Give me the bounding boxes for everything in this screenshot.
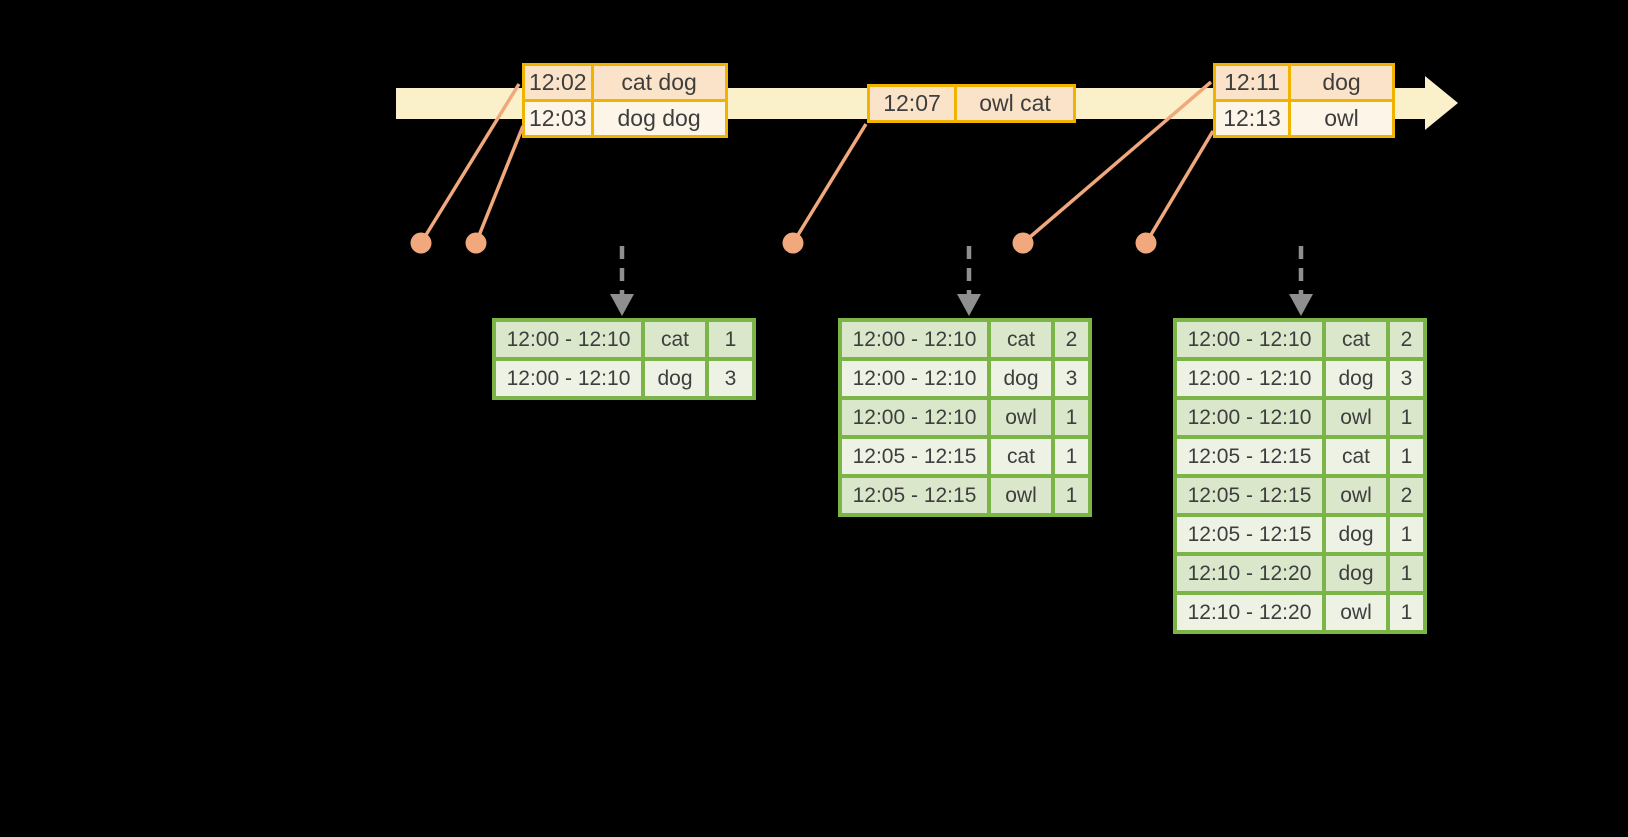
connector-dots [410,232,1157,254]
word-cell: dog [1326,361,1386,396]
window-cell: 12:00 - 12:10 [1177,400,1322,435]
result-row: 12:10 - 12:20 owl 1 [1177,595,1423,630]
count-cell: 1 [1390,517,1423,552]
event-words-cell: cat dog [593,66,725,99]
word-cell: cat [991,322,1051,357]
word-cell: owl [991,478,1051,513]
result-row: 12:00 - 12:10 dog 3 [496,361,752,396]
window-cell: 12:00 - 12:10 [496,322,641,357]
event-time-cell: 12:02 [525,66,591,99]
event-words-cell: owl [1291,102,1392,135]
result-table-1: 12:00 - 12:10 cat 1 12:00 - 12:10 dog 3 [492,318,756,400]
count-cell: 1 [1390,439,1423,474]
window-cell: 12:05 - 12:15 [842,478,987,513]
result-table-3: 12:00 - 12:10 cat 2 12:00 - 12:10 dog 3 … [1173,318,1427,634]
event-words-cell: dog dog [593,102,725,135]
word-cell: owl [1326,595,1386,630]
result-row: 12:05 - 12:15 dog 1 [1177,517,1423,552]
window-cell: 12:00 - 12:10 [496,361,641,396]
trigger-arrowhead-icon [1289,294,1313,316]
connector-line [474,125,525,244]
event-row: 12:03 dog dog [525,102,725,135]
result-row: 12:00 - 12:10 dog 3 [842,361,1088,396]
result-table-2: 12:00 - 12:10 cat 2 12:00 - 12:10 dog 3 … [838,318,1092,517]
count-cell: 2 [1390,478,1423,513]
window-cell: 12:00 - 12:10 [842,400,987,435]
result-row: 12:00 - 12:10 owl 1 [842,400,1088,435]
event-time-cell: 12:11 [1216,66,1288,99]
window-cell: 12:05 - 12:15 [842,439,987,474]
event-table-3: 12:11 dog 12:13 owl [1213,63,1395,138]
connector-dot-icon [1135,232,1157,254]
window-cell: 12:05 - 12:15 [1177,517,1322,552]
connector-dot-icon [410,232,432,254]
count-cell: 1 [1055,400,1088,435]
word-cell: owl [1326,478,1386,513]
word-cell: dog [645,361,705,396]
count-cell: 1 [709,322,752,357]
count-cell: 1 [1390,556,1423,591]
window-cell: 12:05 - 12:15 [1177,439,1322,474]
result-row: 12:00 - 12:10 cat 2 [1177,322,1423,357]
trigger-arrowhead-icon [610,294,634,316]
word-cell: owl [1326,400,1386,435]
event-row: 12:13 owl [1216,102,1392,135]
count-cell: 3 [1055,361,1088,396]
word-cell: dog [991,361,1051,396]
trigger-arrowhead-icon [957,294,981,316]
connector-dot-icon [782,232,804,254]
count-cell: 1 [1055,439,1088,474]
count-cell: 2 [1055,322,1088,357]
word-cell: owl [991,400,1051,435]
result-row: 12:05 - 12:15 owl 2 [1177,478,1423,513]
count-cell: 3 [1390,361,1423,396]
result-row: 12:00 - 12:10 cat 2 [842,322,1088,357]
count-cell: 1 [1055,478,1088,513]
window-cell: 12:05 - 12:15 [1177,478,1322,513]
count-cell: 1 [1390,400,1423,435]
window-cell: 12:00 - 12:10 [842,322,987,357]
event-row: 12:07 owl cat [870,87,1073,120]
connector-line [791,123,868,244]
event-time-cell: 12:07 [870,87,954,120]
window-cell: 12:00 - 12:10 [1177,322,1322,357]
event-words-cell: owl cat [957,87,1073,120]
count-cell: 1 [1390,595,1423,630]
count-cell: 3 [709,361,752,396]
trigger-arrows [619,246,1304,297]
event-table-1: 12:02 cat dog 12:03 dog dog [522,63,728,138]
word-cell: cat [645,322,705,357]
connector-line [1144,130,1215,244]
word-cell: cat [991,439,1051,474]
event-time-cell: 12:13 [1216,102,1288,135]
result-row: 12:00 - 12:10 owl 1 [1177,400,1423,435]
event-table-2: 12:07 owl cat [867,84,1076,123]
result-row: 12:05 - 12:15 owl 1 [842,478,1088,513]
event-time-cell: 12:03 [525,102,591,135]
connector-dot-icon [1012,232,1034,254]
event-words-cell: dog [1291,66,1392,99]
count-cell: 2 [1390,322,1423,357]
connector-dot-icon [465,232,487,254]
result-row: 12:05 - 12:15 cat 1 [1177,439,1423,474]
result-row: 12:00 - 12:10 dog 3 [1177,361,1423,396]
word-cell: cat [1326,439,1386,474]
result-row: 12:05 - 12:15 cat 1 [842,439,1088,474]
window-cell: 12:00 - 12:10 [1177,361,1322,396]
word-cell: cat [1326,322,1386,357]
window-cell: 12:10 - 12:20 [1177,556,1322,591]
result-row: 12:10 - 12:20 dog 1 [1177,556,1423,591]
event-row: 12:02 cat dog [525,66,725,99]
window-cell: 12:00 - 12:10 [842,361,987,396]
event-row: 12:11 dog [1216,66,1392,99]
result-row: 12:00 - 12:10 cat 1 [496,322,752,357]
word-cell: dog [1326,517,1386,552]
window-cell: 12:10 - 12:20 [1177,595,1322,630]
timeline-arrowhead-icon [1425,76,1458,130]
word-cell: dog [1326,556,1386,591]
trigger-arrowheads [610,294,1313,316]
